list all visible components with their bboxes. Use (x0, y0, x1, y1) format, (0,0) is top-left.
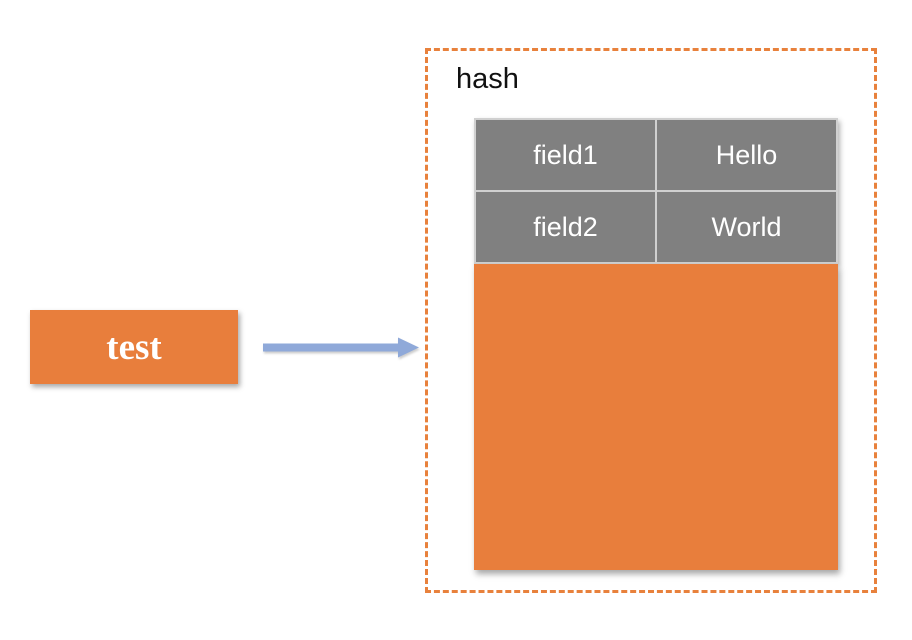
hash-label: hash (456, 63, 519, 95)
table-cell-field: field1 (476, 120, 655, 190)
hash-value-block (474, 264, 838, 570)
key-box: test (30, 310, 238, 384)
hash-group: hash field1 Hello field2 World (425, 48, 877, 593)
table-cell-value: World (657, 192, 836, 262)
arrow-right-icon (263, 337, 419, 358)
table-cell-value: Hello (657, 120, 836, 190)
key-label: test (106, 326, 162, 368)
hash-table: field1 Hello field2 World (474, 118, 838, 264)
table-cell-field: field2 (476, 192, 655, 262)
